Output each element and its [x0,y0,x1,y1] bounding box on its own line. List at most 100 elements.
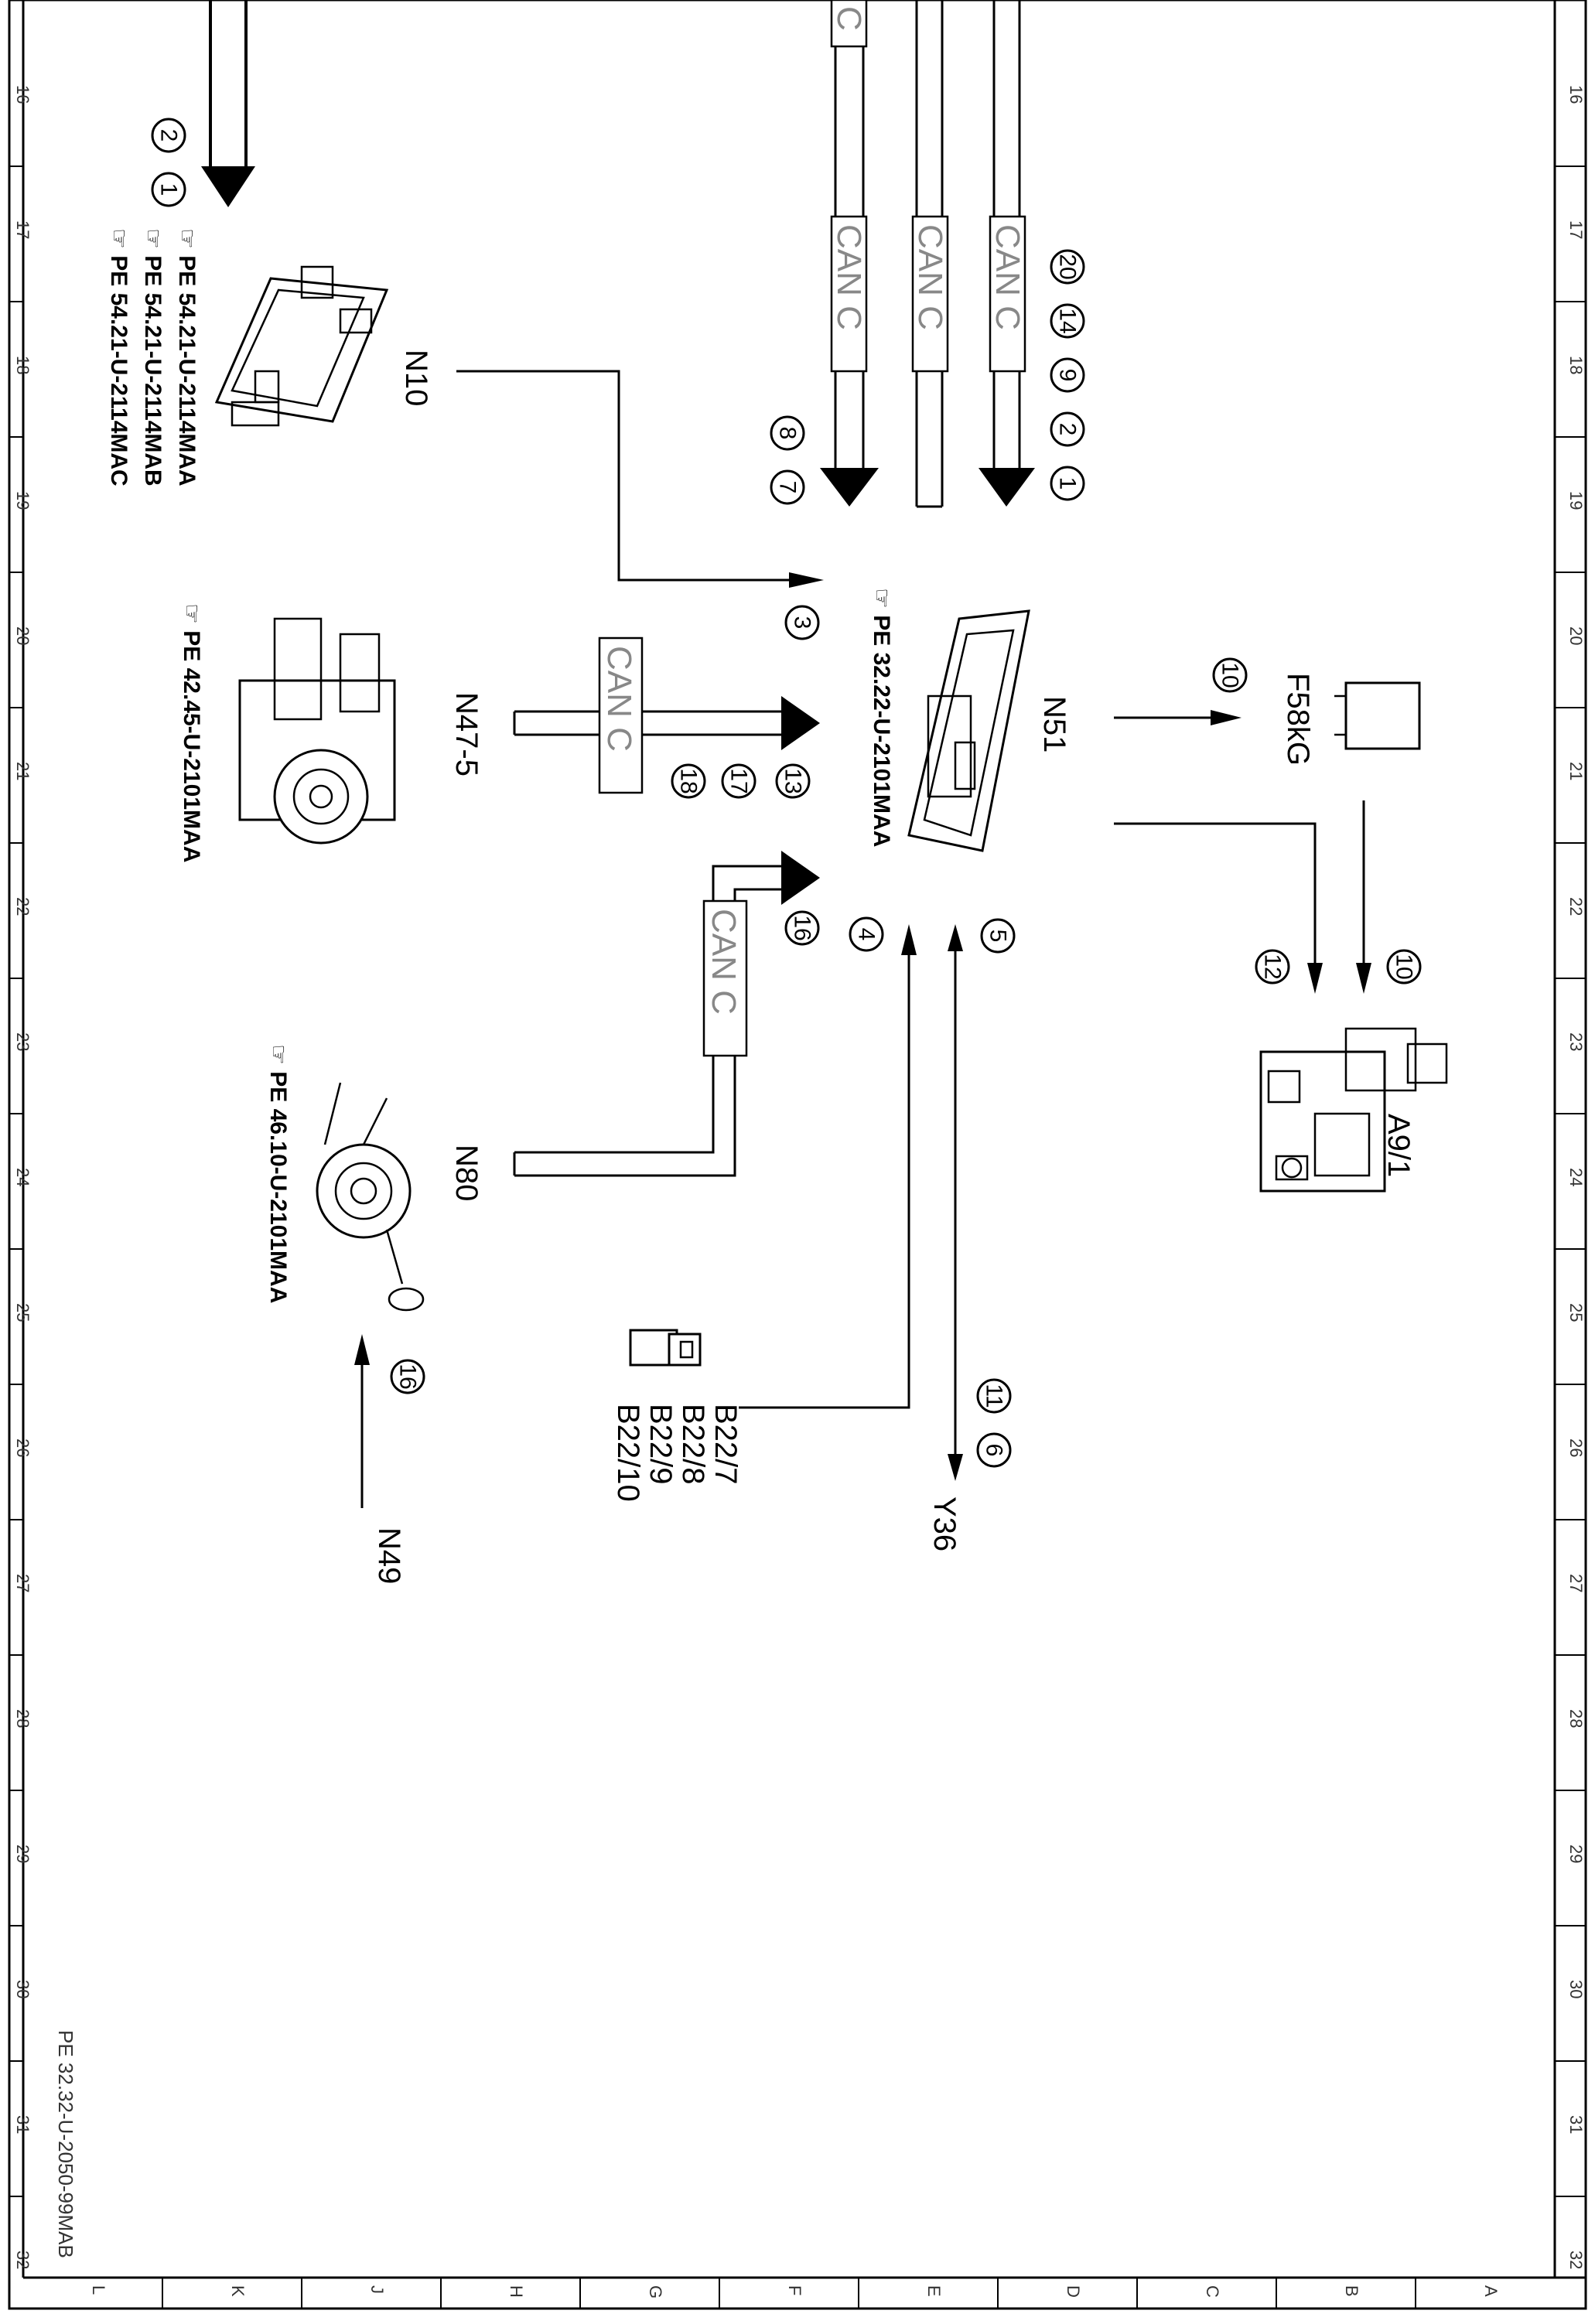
row-number: 23 [13,1032,32,1051]
row-number: 20 [13,626,32,645]
row-number: 25 [13,1303,32,1322]
svg-text:5: 5 [985,930,1011,943]
column-letter: J [367,2285,387,2294]
n10-refs: ☞ PE 54.21-U-2114MAA ☞ PE 54.21-U-2114MA… [106,228,200,486]
svg-text:9: 9 [1055,369,1081,382]
wire-f58-a9 [1356,800,1371,994]
svg-text:3: 3 [790,616,815,630]
signal-num: 10 [1212,657,1248,693]
y36-label: Y36 [927,1496,961,1551]
column-letter: L [89,2285,108,2295]
column-letter: B [1342,2285,1361,2297]
row-number: 16 [1566,85,1586,104]
row-number: 31 [13,2115,32,2134]
row-number: 19 [13,491,32,510]
row-number: 31 [1566,2115,1586,2134]
row-number: 17 [13,220,32,239]
svg-text:CAN C: CAN C [705,909,743,1015]
row-number: 27 [13,1574,32,1592]
svg-text:11: 11 [982,1384,1007,1408]
row-number: 26 [1566,1438,1586,1457]
can-label: CAN C [911,215,949,373]
column-letter: H [507,2285,526,2298]
row-number: 29 [1566,1845,1586,1863]
row-number: 28 [13,1709,32,1728]
signal-num: 16 [390,1359,425,1394]
can-bus-n80: CAN C [513,851,820,1177]
svg-text:CAN C: CAN C [911,224,949,330]
can-label: CAN C [830,215,868,373]
signal-num: 2 1 [151,118,186,207]
can-label: CAN C [989,215,1026,373]
f58kg-label: F58kG [1281,673,1315,766]
wire-n51-y36 [948,924,963,1481]
svg-text:4: 4 [854,928,879,941]
row-number: 30 [1566,1980,1586,1998]
signal-num: 13 17 18 [671,763,811,799]
svg-text:7: 7 [775,481,801,494]
svg-text:10: 10 [1218,662,1243,688]
column-letter: E [924,2285,944,2297]
svg-text:10: 10 [1392,954,1417,979]
svg-text:16: 16 [395,1363,421,1389]
row-number: 21 [1566,762,1586,780]
svg-text:6: 6 [982,1444,1007,1457]
signal-num: 16 [784,910,820,946]
wire-n10-n51 [456,370,824,588]
column-letter: A [1481,2285,1501,2297]
column-letter: K [228,2285,248,2297]
signal-num: 4 [849,916,884,952]
n47-5-abs-unit-icon [238,617,396,845]
n51-ref: ☞ PE 32.22-U-2101MAA [869,588,894,847]
can-label: C [830,0,868,48]
svg-text:2: 2 [156,129,182,142]
row-number: 27 [1566,1574,1586,1592]
can-bus-n47-5: CAN C [513,636,820,794]
svg-text:CAN C: CAN C [600,646,638,752]
wire-n49-n80 [354,1334,370,1508]
svg-text:1: 1 [156,183,182,196]
svg-text:☞ PE 54.21-U-2114MAA: ☞ PE 54.21-U-2114MAA [174,228,200,486]
row-number: 20 [1566,626,1586,645]
n10-module-icon [214,265,389,427]
row-number: 30 [13,1980,32,1998]
row-number: 22 [1566,897,1586,916]
n80-ref: ☞ PE 46.10-U-2101MAA [265,1044,291,1303]
top-left-feed [201,0,255,207]
svg-text:B22/8: B22/8 [676,1404,710,1485]
signal-num: 10 [1386,949,1422,985]
svg-text:B22/7: B22/7 [709,1404,743,1485]
svg-text:☞ PE 54.21-U-2114MAC: ☞ PE 54.21-U-2114MAC [106,228,131,486]
n10-label: N10 [399,350,433,406]
svg-text:1: 1 [1055,477,1081,490]
row-number: 32 [13,2251,32,2269]
svg-text:16: 16 [790,915,815,940]
signal-num: 12 [1255,949,1290,985]
column-letter: F [785,2285,804,2295]
svg-text:C: C [830,6,868,31]
n51-label: N51 [1037,696,1071,752]
b22-sensor-icon [629,1329,702,1367]
row-number: 24 [1566,1168,1586,1186]
signal-num: 3 [784,605,820,640]
n80-switch-icon [316,1082,425,1312]
n80-label: N80 [449,1145,483,1201]
wire-n51-f58 [1114,710,1242,725]
row-number: 23 [1566,1032,1586,1051]
svg-text:CAN C: CAN C [989,224,1026,330]
svg-text:12: 12 [1260,954,1286,979]
drawing-frame [8,0,1587,2310]
row-number: 25 [1566,1303,1586,1322]
column-letter: C [1203,2285,1222,2298]
svg-text:B22/10: B22/10 [611,1404,645,1502]
row-number: 32 [1566,2251,1586,2269]
wire-n51-a9 [1114,822,1323,994]
row-number: 16 [13,85,32,104]
n47-5-label: N47-5 [449,692,483,776]
row-number: 26 [13,1438,32,1457]
signal-num: 8 7 [770,415,805,505]
row-number: 18 [13,356,32,374]
